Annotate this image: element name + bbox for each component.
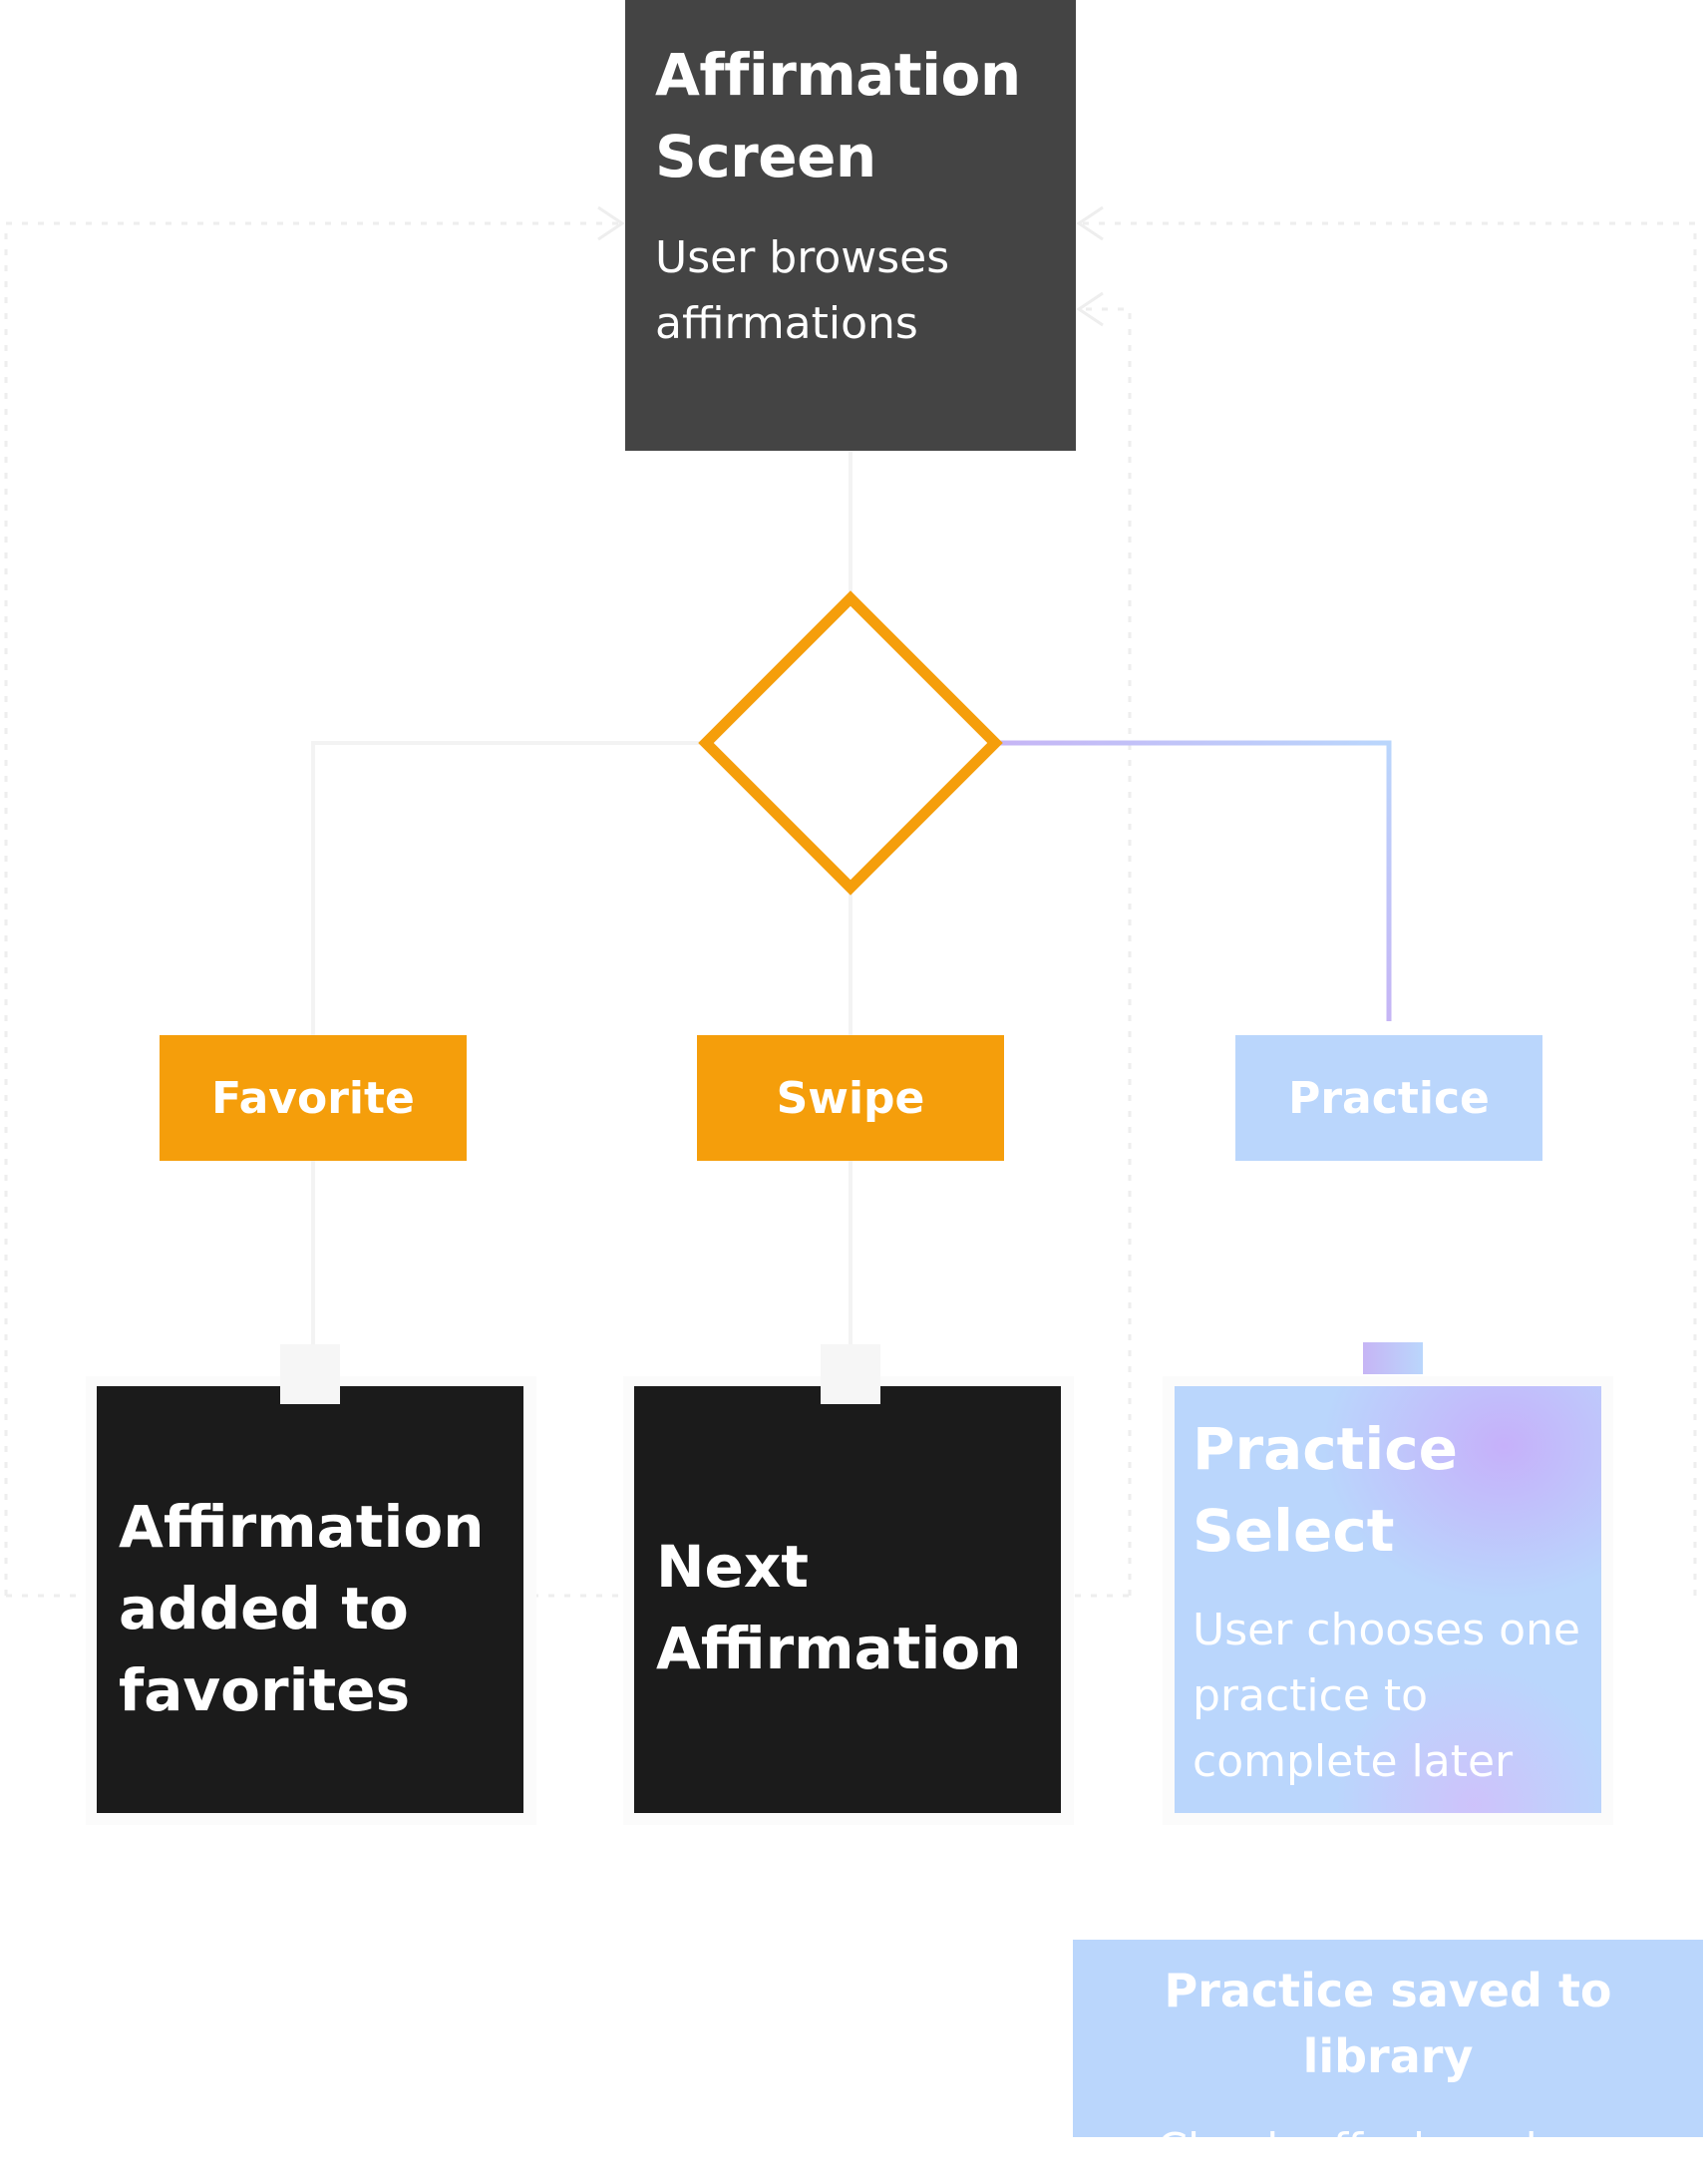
loop-arrowheads [597,205,1104,327]
favorite-connector-tab [280,1344,340,1404]
swipe-result-line1: Next [656,1533,810,1601]
flow-diagram: Affirmation Screen User browses affirmat… [4,0,1703,2175]
connector-decision-to-practice [997,740,1392,1021]
practice-connectors [997,740,1392,1927]
start-title-line2: Screen [655,123,876,190]
option-swipe-label: Swipe [776,1072,925,1124]
favorite-result-line2: added to [119,1575,409,1642]
practice-select-title-line1: Practice [1193,1415,1458,1483]
loop-left-dash [4,221,625,1596]
practice-select-sub-line1: User chooses one [1193,1605,1580,1655]
connectors [4,205,1697,1927]
node-swipe-result[interactable]: Next Affirmation [634,1386,1061,1813]
arrow-left-in [597,205,625,241]
swipe-connector-tab [821,1344,880,1404]
arrow-mid-in [1076,291,1104,327]
loop-mid-dash [1076,307,1132,1596]
solid-connectors [311,451,853,1344]
saved-sub: Check off when done [1157,2124,1619,2175]
practice-select-sub-line2: practice to [1193,1670,1429,1721]
favorite-result-line1: Affirmation [119,1493,485,1561]
connector-decision-to-favorite [311,741,704,1035]
practice-select-title-line2: Select [1193,1497,1395,1565]
start-sub-line2: affirmations [655,298,918,349]
start-title-line1: Affirmation [655,41,1021,109]
node-affirmation-screen[interactable]: Affirmation Screen User browses affirmat… [625,0,1076,451]
node-favorite-result[interactable]: Affirmation added to favorites [97,1386,523,1813]
option-swipe[interactable]: Swipe [697,1035,1004,1161]
decision-diamond [698,590,1003,896]
start-sub-line1: User browses [655,232,950,283]
loop-right-dash [1076,221,1697,1596]
practice-select-sub-line3: complete later [1193,1736,1514,1787]
arrow-right-in [1076,205,1104,241]
option-practice[interactable]: Practice [1235,1035,1542,1161]
favorite-result-line3: favorites [119,1656,411,1724]
swipe-result-line2: Affirmation [656,1615,1022,1682]
option-favorite-label: Favorite [211,1072,415,1124]
node-practice-saved[interactable]: Practice saved to library Check off when… [1073,1940,1703,2175]
node-practice-select[interactable]: Practice Select User chooses one practic… [1175,1386,1601,1813]
saved-title: Practice saved to library [1164,1964,1612,2083]
option-favorite[interactable]: Favorite [160,1035,467,1161]
practice-connector-tab [1363,1342,1423,1374]
option-practice-label: Practice [1288,1072,1490,1124]
